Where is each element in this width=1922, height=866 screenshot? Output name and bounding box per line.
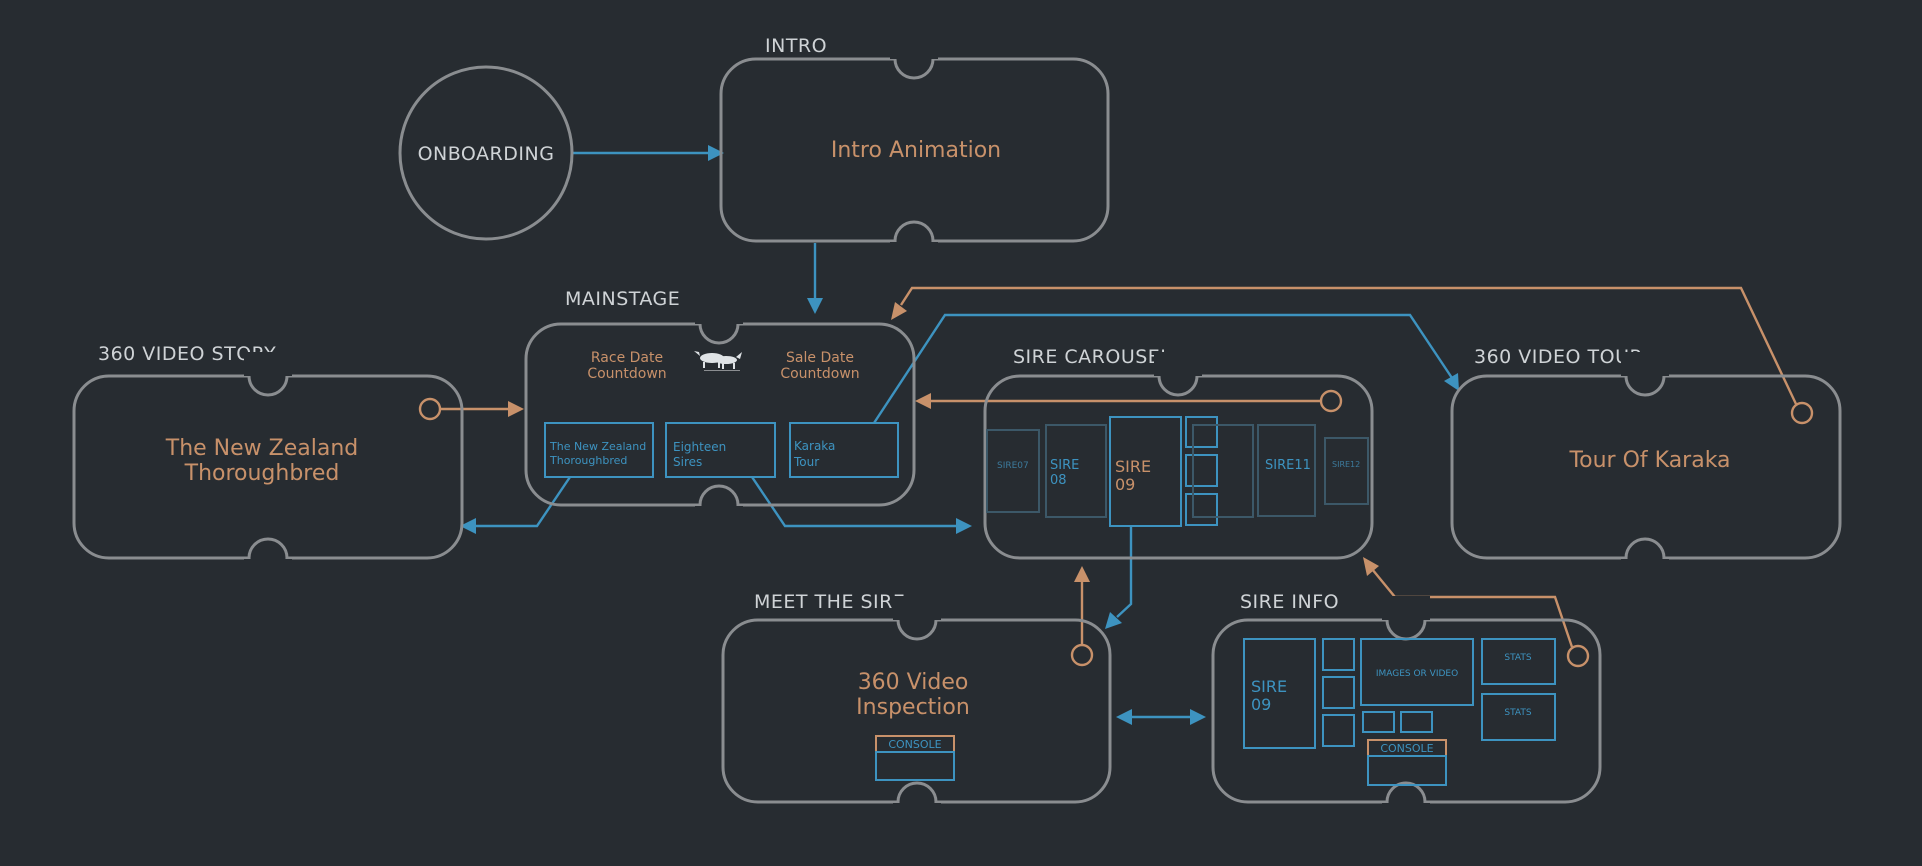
edge-tour-mainstage [899, 286, 1798, 405]
mainstage-tile-nz[interactable]: The New Zealand Thoroughbred [544, 422, 654, 478]
arrowhead [1074, 566, 1090, 582]
tile-label-line1: Eighteen [673, 440, 726, 454]
carousel-card-label: SIRE [1115, 457, 1151, 476]
sire-info-header: SIRE INFO [1240, 591, 1339, 613]
thumbnail[interactable] [1185, 454, 1218, 487]
carousel-card-label: 08 [1050, 473, 1067, 488]
stats-label: STATS [1504, 708, 1531, 718]
sire-carousel-header: SIRE CAROUSEL [1013, 346, 1171, 368]
media-panel[interactable]: IMAGES OR VIDEO [1360, 638, 1474, 706]
thumbnail[interactable] [1400, 711, 1433, 733]
video-story-header: 360 VIDEO STORY [98, 343, 276, 365]
edge-origin-circle [1790, 401, 1814, 425]
meet-sire-console[interactable]: CONSOLE [875, 735, 955, 781]
edges [418, 145, 1814, 725]
meet-sire-title-line2: Inspection [856, 695, 970, 720]
edge-mainstage-story [476, 476, 571, 528]
edge-mainstage-carousel [751, 476, 956, 528]
carousel-card-hidden [1192, 424, 1254, 518]
video-story-node: 360 VIDEO STORY The New Zealand Thorough… [72, 343, 464, 579]
carousel-card-sire12[interactable]: SIRE12 [1324, 437, 1369, 505]
stats-panel-1: STATS [1481, 638, 1556, 685]
meet-sire-header: MEET THE SIRE [754, 591, 905, 613]
intro-title: Intro Animation [831, 138, 1001, 163]
arrowhead [1363, 557, 1379, 576]
sire-carousel-frame [983, 374, 1374, 560]
carousel-card-sire07[interactable]: SIRE07 [986, 429, 1040, 513]
arrowhead [891, 302, 907, 320]
mainstage-tile-karaka[interactable]: Karaka Tour [789, 422, 899, 478]
video-tour-title: Tour Of Karaka [1568, 448, 1730, 473]
video-story-title-line2: Thoroughbred [184, 461, 340, 486]
video-story-title-line1: The New Zealand [165, 436, 358, 461]
edge-origin-circle [1319, 389, 1343, 413]
arrowhead [460, 518, 476, 534]
edge-info-carousel [1371, 568, 1574, 648]
arrowhead [1116, 709, 1132, 725]
arrowhead [508, 401, 524, 417]
edge-origin-circle [1566, 644, 1590, 668]
stats-label: STATS [1504, 653, 1531, 663]
thumbnail[interactable] [1362, 711, 1395, 733]
arrowhead [1444, 373, 1459, 391]
horses-logo-icon [694, 351, 742, 371]
edge-carousel-meetsire [1116, 527, 1133, 618]
sale-countdown-line2: Countdown [780, 366, 859, 382]
thumbnail[interactable] [1322, 676, 1355, 709]
carousel-thumbnails [1185, 416, 1254, 526]
mainstage-tile-sires[interactable]: Eighteen Sires [665, 422, 776, 478]
stats-panel-2: STATS [1481, 693, 1556, 741]
meet-sire-node: MEET THE SIRE 360 Video Inspection CONSO… [721, 591, 1112, 823]
carousel-card-label: SIRE [1050, 458, 1079, 473]
carousel-card-sire09[interactable]: SIRE 09 [1109, 416, 1182, 527]
carousel-card-label: SIRE07 [997, 461, 1029, 471]
sire-info-card: SIRE 09 [1243, 638, 1316, 749]
arrowhead [708, 145, 724, 161]
tile-label-line2: Thoroughbred [549, 454, 627, 467]
carousel-card-label: 09 [1115, 475, 1135, 494]
onboarding-label: ONBOARDING [418, 143, 555, 165]
tile-label-line2: Tour [793, 455, 819, 469]
media-label: IMAGES OR VIDEO [1376, 669, 1458, 679]
video-tour-node: 360 VIDEO TOUR Tour Of Karaka [1450, 346, 1842, 579]
sire-info-card-label: 09 [1251, 695, 1271, 714]
arrowhead [956, 518, 972, 534]
console-label: CONSOLE [888, 738, 941, 751]
sire-info-console[interactable]: CONSOLE [1367, 739, 1447, 786]
tile-label-line2: Sires [673, 455, 702, 469]
console-label: CONSOLE [1380, 742, 1433, 755]
carousel-card-label: SIRE12 [1332, 460, 1360, 469]
mainstage-node: MAINSTAGE Race Date Countdown Sale Date … [524, 288, 916, 526]
intro-node: INTRO Intro Animation [719, 30, 1110, 262]
arrowhead [807, 298, 823, 314]
onboarding-node: ONBOARDING [398, 65, 574, 241]
intro-header: INTRO [765, 35, 827, 57]
tile-label-line1: Karaka [794, 439, 835, 453]
carousel-card-sire08[interactable]: SIRE 08 [1045, 424, 1107, 518]
tile-label-line1: The New Zealand [549, 440, 646, 453]
carousel-card-label: SIRE11 [1265, 458, 1311, 473]
edge-mainstage-tour [872, 313, 1453, 424]
thumbnail[interactable] [1322, 638, 1355, 671]
race-countdown-line1: Race Date [591, 350, 663, 366]
arrowhead [1105, 612, 1122, 629]
thumbnail[interactable] [1322, 714, 1355, 747]
carousel-card-sire11[interactable]: SIRE11 [1257, 424, 1316, 517]
sire-carousel-node: SIRE CAROUSEL SIRE07 SIRE 08 SIRE 09 SIR… [983, 346, 1374, 560]
meet-sire-title-line1: 360 Video [858, 670, 969, 695]
race-countdown-line2: Countdown [587, 366, 666, 382]
video-tour-header: 360 VIDEO TOUR [1474, 346, 1643, 368]
thumbnail[interactable] [1185, 493, 1218, 526]
thumbnail[interactable] [1185, 416, 1218, 448]
sire-info-card-label: SIRE [1251, 677, 1287, 696]
arrowhead [1190, 709, 1206, 725]
edge-origin-circle [1070, 643, 1094, 667]
edge-origin-circle [418, 397, 442, 421]
sire-info-node: SIRE INFO SIRE 09 IMAGES OR VIDEO STATS … [1211, 591, 1602, 823]
arrowhead [915, 393, 931, 409]
sale-countdown-line1: Sale Date [786, 350, 854, 366]
mainstage-header: MAINSTAGE [565, 288, 680, 310]
